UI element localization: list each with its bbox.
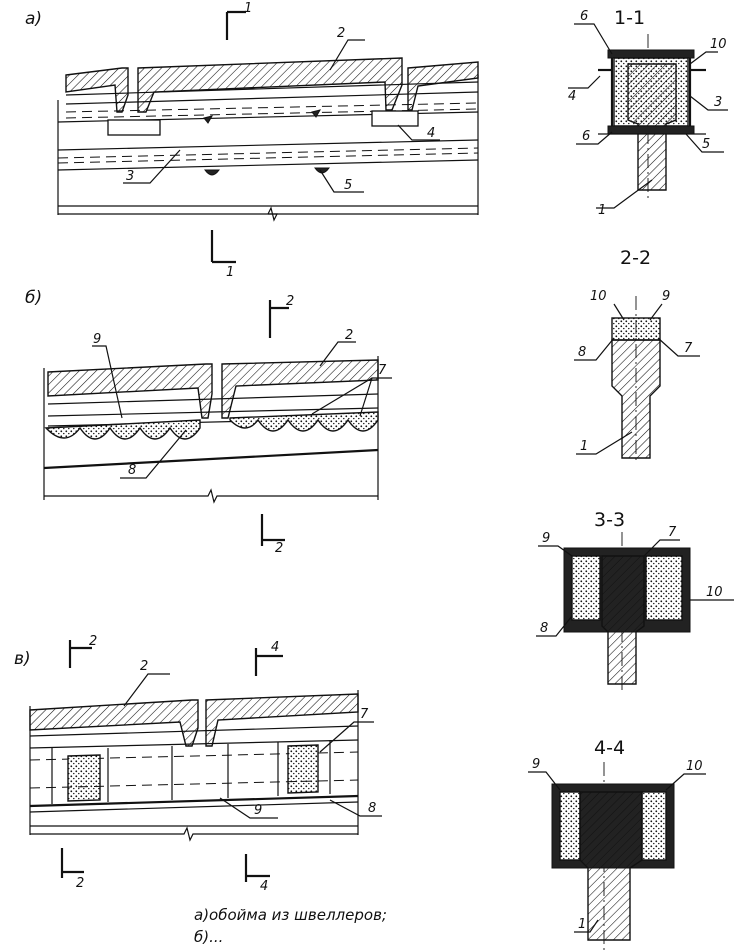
section-mark-1-bottom-label: 1 xyxy=(226,265,234,280)
section-3-3-title: 3-3 xyxy=(594,509,625,531)
section-2-2: 2-2 10 9 8 7 1 xyxy=(574,247,700,460)
section-mark-2-v-bottom: 2 xyxy=(60,848,84,891)
panel-b-fill-left xyxy=(44,419,201,440)
callout-7-33: 7 xyxy=(668,525,677,540)
section-mark-4-bottom-label: 4 xyxy=(260,879,268,894)
panel-v: в) 2 4 2 7 xyxy=(14,634,382,894)
caption: а)обойма из швеллеров; б)... xyxy=(194,906,387,946)
callout-7-b: 7 xyxy=(378,363,387,378)
callout-3-11: 3 xyxy=(714,95,722,110)
panel-a: а) 1 2 xyxy=(25,1,479,280)
section-4-4-title: 4-4 xyxy=(594,737,625,759)
section-mark-2-b-top-label: 2 xyxy=(286,294,294,309)
callout-2-b: 2 xyxy=(345,328,353,343)
panel-v-label: в) xyxy=(14,649,31,669)
callout-8-22: 8 xyxy=(578,345,586,360)
section-mark-2-v-top-label: 2 xyxy=(89,634,97,649)
callout-9-22: 9 xyxy=(662,289,670,304)
callout-5-a: 5 xyxy=(344,178,352,193)
section-1-1: 1-1 6 10 4 3 6 5 1 xyxy=(568,7,728,218)
panel-a-label: а) xyxy=(25,9,42,29)
panel-a-plate-right xyxy=(371,110,419,127)
callout-2-a: 2 xyxy=(337,26,345,41)
section-mark-1-top-label: 1 xyxy=(244,1,252,16)
panel-a-slab-right xyxy=(407,61,479,111)
caption-line-2: б)... xyxy=(194,928,223,946)
section-mark-4-top: 4 xyxy=(254,640,283,676)
panel-b-slab-left xyxy=(47,363,213,419)
section-mark-1-top: 1 xyxy=(225,1,252,40)
section-mark-4-bottom: 4 xyxy=(244,854,270,894)
panel-a-slab xyxy=(65,67,129,113)
callout-9-v: 9 xyxy=(254,803,262,818)
callout-8-v: 8 xyxy=(368,801,376,816)
callout-6-top: 6 xyxy=(580,9,588,24)
section-4-4: 4-4 9 10 1 xyxy=(528,737,706,951)
callout-3-a: 3 xyxy=(126,169,134,184)
callout-10-33: 10 xyxy=(706,585,723,600)
callout-7-v: 7 xyxy=(360,707,369,722)
callout-9-44: 9 xyxy=(532,757,540,772)
section-mark-2-b-bottom-label: 2 xyxy=(275,541,283,556)
callout-8-b: 8 xyxy=(128,463,136,478)
panel-v-stud-left xyxy=(67,754,101,802)
section-mark-2-v-bottom-label: 2 xyxy=(76,876,84,891)
callout-10-22: 10 xyxy=(590,289,607,304)
panel-v-slab-left xyxy=(29,699,199,747)
section-1-1-title: 1-1 xyxy=(614,7,645,29)
callout-10-44: 10 xyxy=(686,759,703,774)
callout-4-11: 4 xyxy=(568,89,576,104)
callout-4-a: 4 xyxy=(427,126,435,141)
callout-8-33: 8 xyxy=(540,621,548,636)
section-mark-4-top-label: 4 xyxy=(271,640,279,655)
caption-line-1: а)обойма из швеллеров; xyxy=(194,906,387,924)
callout-9-33: 9 xyxy=(542,531,550,546)
section-mark-1-bottom: 1 xyxy=(210,230,236,280)
callout-1-22: 1 xyxy=(580,439,588,454)
panel-v-stud-right xyxy=(287,744,319,794)
callout-6-bottom: 6 xyxy=(582,129,590,144)
callout-10-11: 10 xyxy=(710,37,727,52)
callout-1-11: 1 xyxy=(598,203,606,218)
callout-2-v: 2 xyxy=(140,659,148,674)
panel-a-plate-left xyxy=(107,119,161,136)
section-mark-2-b-bottom: 2 xyxy=(260,514,285,556)
panel-b-label: б) xyxy=(25,288,42,308)
section-3-3: 3-3 9 7 10 8 xyxy=(536,509,734,690)
panel-b-fill-right xyxy=(229,411,379,432)
callout-1-44: 1 xyxy=(578,917,586,932)
callout-5-11: 5 xyxy=(702,137,710,152)
section-mark-2-v-top: 2 xyxy=(68,634,97,668)
callout-9-b: 9 xyxy=(93,332,101,347)
section-mark-2-b-top: 2 xyxy=(268,294,294,338)
callout-7-22: 7 xyxy=(684,341,693,356)
panel-b: б) 2 9 2 7 8 2 xyxy=(25,288,392,556)
panel-a-slab-mid xyxy=(137,57,403,113)
section-2-2-title: 2-2 xyxy=(620,247,651,269)
